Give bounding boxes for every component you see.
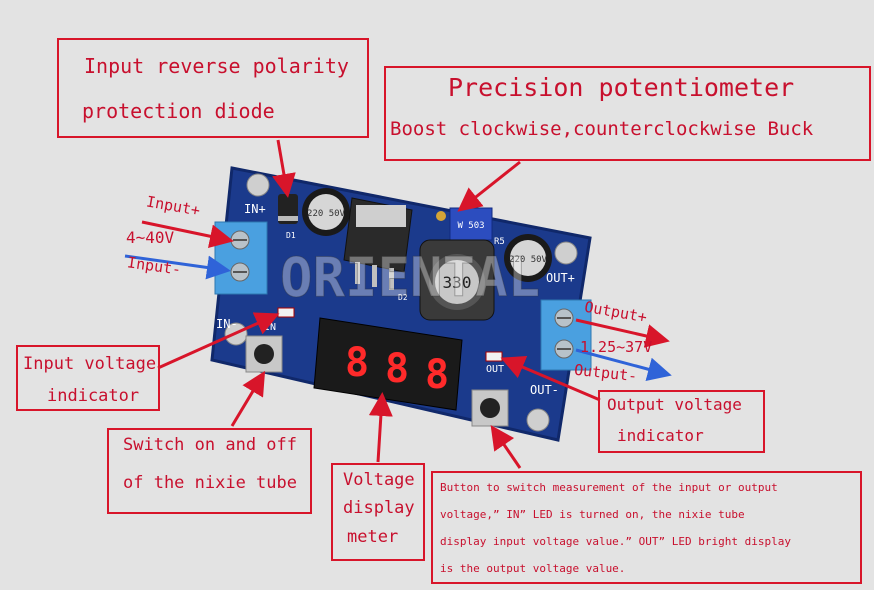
silk-out-minus: OUT- [530,383,559,397]
arrow-voltmeter [368,392,393,463]
capacitor-right: 220 50V [504,234,552,282]
callout-switch-line2: of the nixie tube [123,473,297,493]
callout-pot-subtitle: Boost clockwise,counterclockwise Buck [390,118,814,140]
silk-in-plus: IN+ [244,202,266,216]
watermark: ORIENTAL [280,246,540,309]
callout-output-led-line2: indicator [617,426,704,445]
callout-button-line4: is the output voltage value. [440,562,626,575]
regulator-ic [343,197,413,290]
arrow-output-minus [575,348,672,381]
callout-output-led [598,390,765,453]
label-input-range: 4~40V [126,228,175,247]
silk-in-minus: IN- [216,317,238,331]
callout-input-led-line2: indicator [47,386,140,406]
arrow-button [490,425,522,469]
inductor: 330 [419,239,495,321]
arrow-in-led [157,312,280,370]
arrow-diode [272,139,296,198]
arrow-pot [457,160,521,212]
svg-text:220 50V: 220 50V [509,255,548,265]
switch-button-right [471,389,509,427]
callout-switch-line1: Switch on and off [123,435,297,455]
silk-d1: D1 [286,231,296,240]
silk-d2: D2 [398,293,408,302]
input-terminal [214,221,268,295]
out-led [485,351,503,362]
arrow-input-minus [124,254,231,280]
callout-voltmeter-line1: Voltage [343,470,415,490]
arrow-out-led [500,356,601,402]
in-led [277,307,295,318]
capacitor-left: 220 50V [302,188,350,236]
callout-output-led-line1: Output voltage [607,395,742,414]
display-digit-1: 8 [345,340,369,386]
callout-voltmeter-line3: meter [347,527,399,547]
callout-diode-line2: protection diode [82,99,275,123]
svg-text:W 503: W 503 [457,221,484,231]
display-digit-2: 8 [385,346,409,392]
output-terminal [540,299,592,371]
callout-button-line2: voltage,” IN” LED is turned on, the nixi… [440,508,745,521]
silk-out-plus: OUT+ [546,271,575,285]
callout-input-led-line1: Input voltage [23,354,157,374]
callout-pot-title: Precision potentiometer [448,73,795,102]
callout-diode-line1: Input reverse polarity [84,54,349,78]
callout-voltmeter-line2: display [343,498,415,518]
callout-button-line1: Button to switch measurement of the inpu… [440,481,778,494]
callout-voltmeter [331,463,425,561]
callout-diode [57,38,369,138]
callout-button-line3: display input voltage value.” OUT” LED b… [440,535,791,548]
callout-switch [107,428,312,514]
svg-text:220 50V: 220 50V [307,209,346,219]
silk-in-led: IN [264,322,276,333]
label-output-range: 1.25~37V [580,338,653,356]
mounting-hole-br [526,408,550,432]
callout-button [431,471,862,584]
display-digit-3: 8 [425,352,449,398]
mounting-hole-tr [554,241,578,265]
switch-button-left [245,335,283,373]
arrow-switch [230,370,266,427]
silk-r5: R5 [494,237,505,247]
mounting-hole-tl [246,173,270,197]
silk-out-led: OUT [486,364,504,375]
callout-input-led [16,345,160,411]
arrow-input-plus [141,220,234,249]
seven-segment-display: 8 8 8 [313,317,463,411]
svg-text:330: 330 [443,273,472,292]
potentiometer: W 503 [436,207,493,241]
arrow-output-plus [575,318,670,348]
callout-pot [384,66,871,161]
